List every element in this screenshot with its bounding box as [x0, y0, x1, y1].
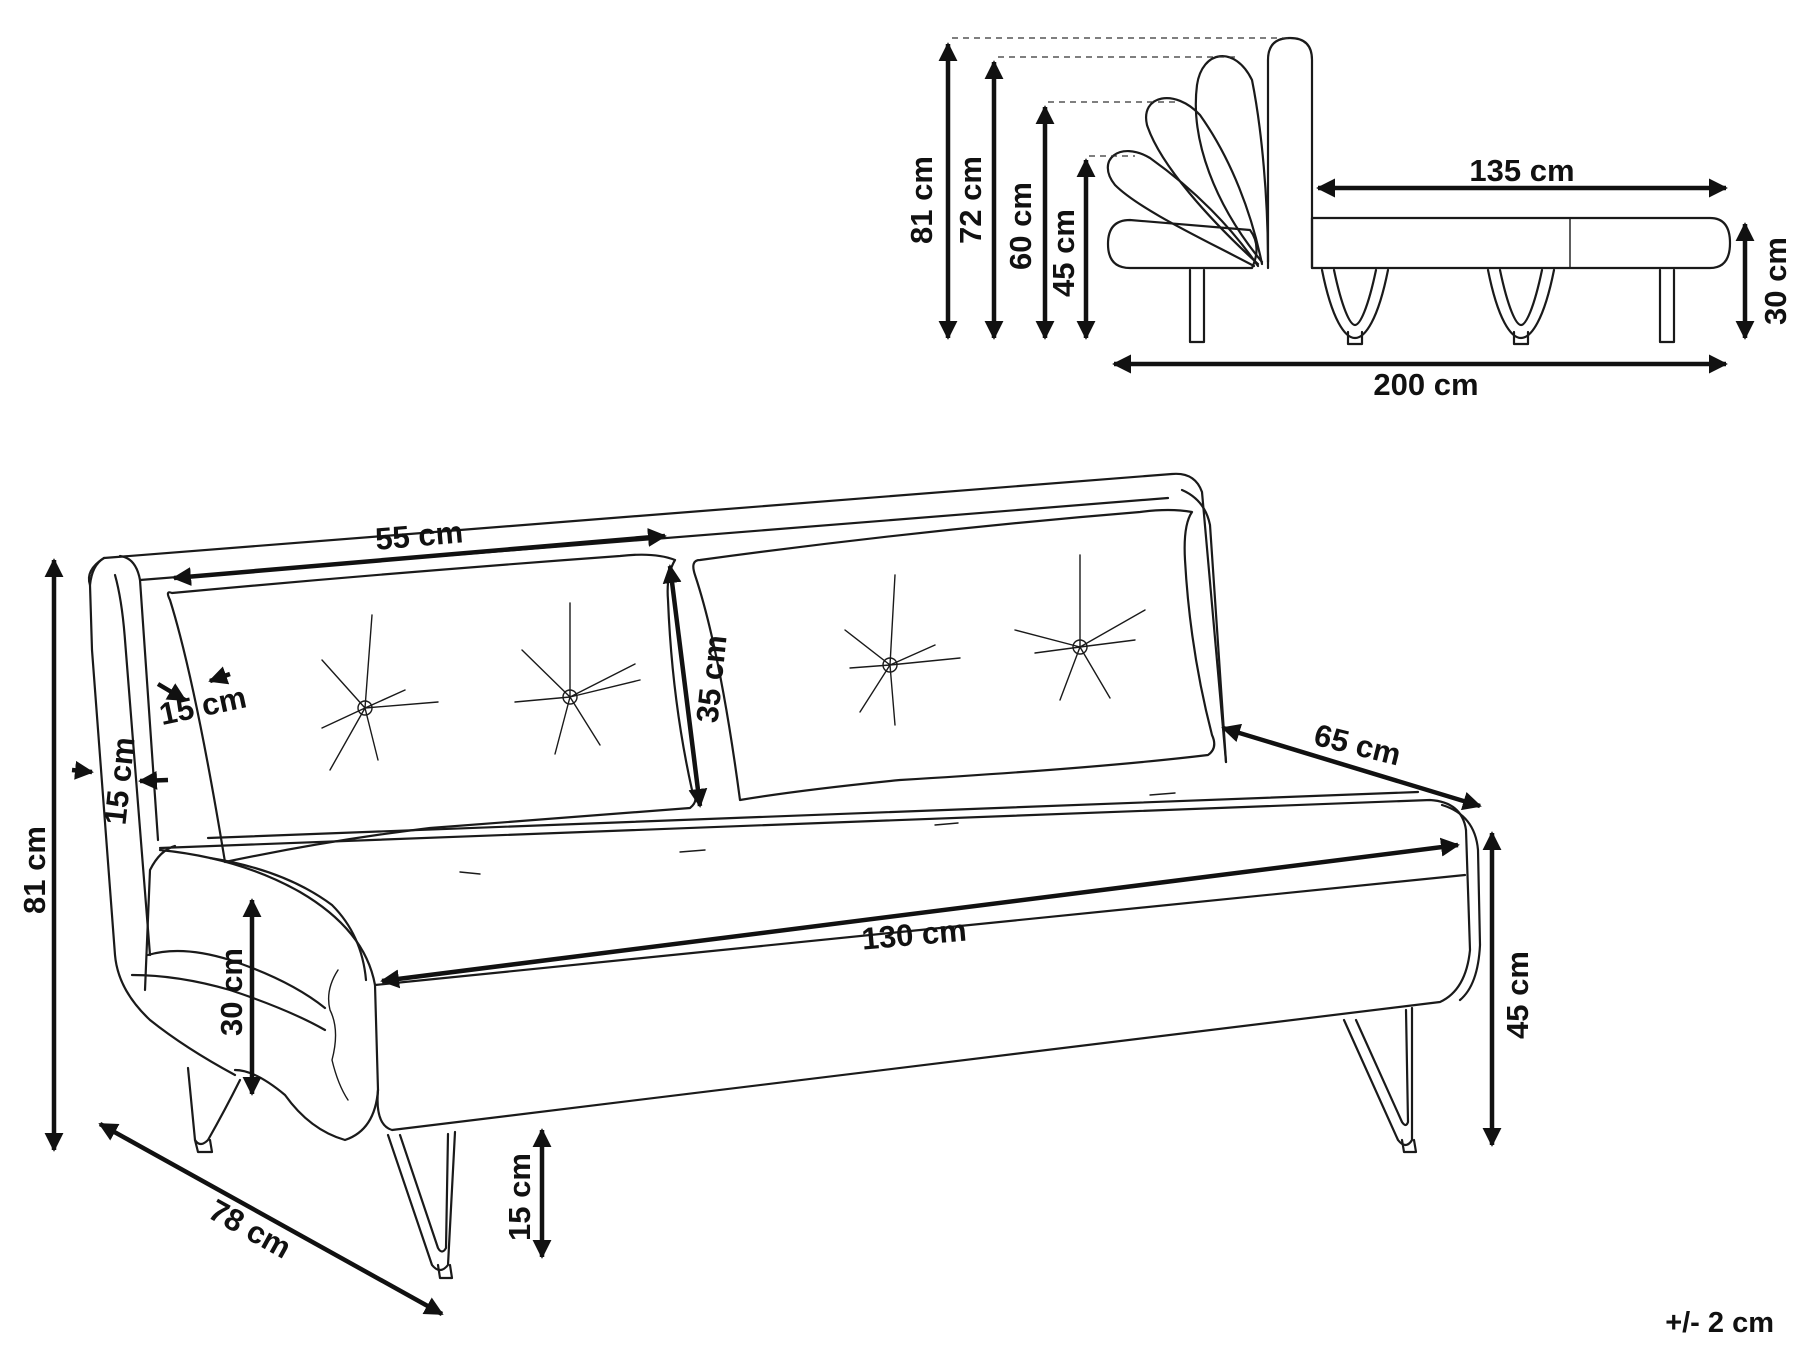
- label-backrest-thickness-15: 15 cm: [98, 735, 142, 826]
- label-seat-height-45: 45 cm: [1500, 951, 1535, 1039]
- side-view-drawing: [952, 36, 1732, 346]
- label-seat-depth-65: 65 cm: [1311, 717, 1405, 772]
- label-cushion-depth-15: 15 cm: [156, 679, 249, 732]
- label-cushion-width-55: 55 cm: [374, 514, 465, 557]
- sofa-perspective-drawing: [87, 472, 1482, 1280]
- label-side-height-81: 81 cm: [904, 156, 939, 244]
- cushion-1-tufting: [321, 602, 641, 771]
- label-total-height-81: 81 cm: [17, 826, 52, 914]
- label-side-height-60: 60 cm: [1003, 182, 1038, 270]
- side-view-labels: 81 cm 72 cm 60 cm 45 cm 135 cm 30 cm 200…: [904, 153, 1793, 402]
- cushion-2-tufting: [844, 554, 1146, 726]
- side-view-dimension-lines: [938, 42, 1755, 374]
- label-side-height-45: 45 cm: [1046, 209, 1081, 297]
- label-bed-length-135: 135 cm: [1469, 153, 1574, 188]
- tolerance-note: +/- 2 cm: [1665, 1307, 1774, 1339]
- perspective-dimension-lines: [44, 528, 1502, 1316]
- label-total-length-200: 200 cm: [1373, 367, 1478, 402]
- label-mattress-30: 30 cm: [1758, 237, 1793, 325]
- label-leg-height-15: 15 cm: [502, 1153, 537, 1241]
- label-seat-thickness-30: 30 cm: [214, 948, 249, 1036]
- label-total-depth-78: 78 cm: [203, 1192, 297, 1265]
- label-side-height-72: 72 cm: [953, 156, 988, 244]
